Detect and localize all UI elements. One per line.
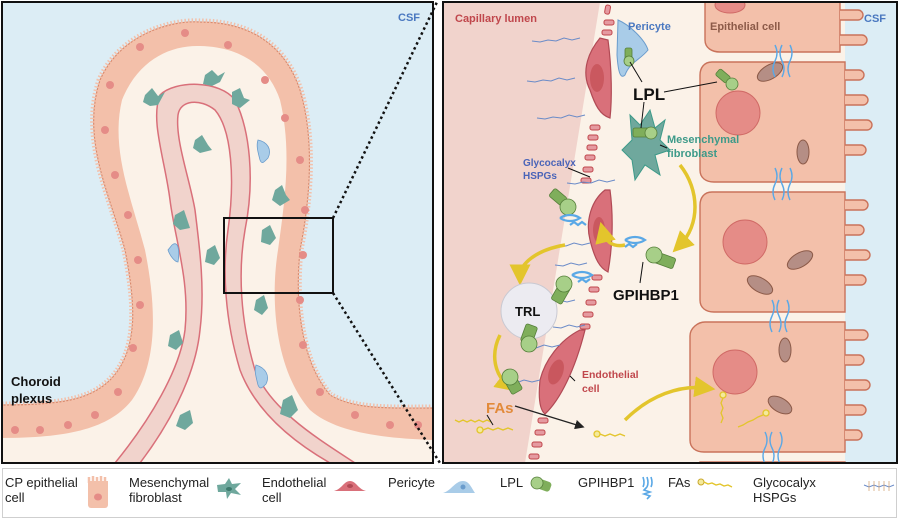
legend-label: Pericyte <box>388 475 435 490</box>
fibroblast-label-line2: fibroblast <box>667 148 717 160</box>
legend-label: GPIHBP1 <box>578 475 635 490</box>
legend-item-lpl: LPL <box>500 475 555 495</box>
endothelial-label-line2: cell <box>582 383 600 395</box>
fibroblasts <box>143 70 298 430</box>
lpl-label: LPL <box>633 85 665 104</box>
choroid-plexus-title: Choroid <box>11 374 61 389</box>
capillary-lumen <box>443 2 600 463</box>
mesenchymal-fibroblast <box>621 108 671 182</box>
lpl-molecules <box>501 47 739 395</box>
trl-label: TRL <box>515 304 540 319</box>
legend-label-line2: fibroblast <box>129 490 182 505</box>
legend-label: FAs <box>668 475 691 490</box>
legend-label-line2: cell <box>5 490 25 505</box>
legend-label: CP epithelial <box>5 475 78 490</box>
fibroblast-label: Mesenchymal <box>667 134 739 146</box>
pericyte-icon <box>442 481 475 493</box>
pointer-lines <box>486 61 718 426</box>
zoom-region-box <box>223 217 334 294</box>
fatty-acids <box>454 391 770 438</box>
gpihbp1-label: GPIHBP1 <box>613 287 679 304</box>
left-csf-label: CSF <box>398 12 420 24</box>
epithelial-cell-icon <box>87 476 108 508</box>
microvilli <box>840 9 873 441</box>
endothelial-wall <box>528 4 615 460</box>
epithelial-nuclei <box>11 29 422 434</box>
legend-item-gpihbp1: GPIHBP1 <box>578 475 656 501</box>
zoom-connector-bottom <box>331 292 442 464</box>
left-panel <box>2 2 433 463</box>
legend-label-line2: cell <box>262 490 282 505</box>
glycocalyx-label: Glycocalyx <box>523 158 576 169</box>
fa-release-arrow <box>514 405 585 430</box>
fatty-acid-icon <box>697 478 733 488</box>
mitochondria <box>746 62 814 415</box>
choroid-plexus-title-line2: plexus <box>11 391 52 406</box>
gpihbp1-molecules <box>559 213 647 284</box>
legend-item-glycocalyx: Glycocalyx HSPGs <box>753 475 896 505</box>
legend-label: Endothelial <box>262 475 327 490</box>
lpl-icon <box>530 476 552 492</box>
fibroblast-icon <box>217 478 242 499</box>
pericyte-label: Pericyte <box>628 21 671 33</box>
pericytes <box>167 139 270 389</box>
legend-item-fas: FAs <box>668 475 736 495</box>
endothelial-cell-icon <box>334 481 367 491</box>
right-csf-label: CSF <box>864 13 886 25</box>
legend-item-pericyte: Pericyte <box>388 475 477 497</box>
glycocalyx-label-line2: HSPGs <box>523 171 557 182</box>
legend-label: Mesenchymal <box>129 475 210 490</box>
legend-label: Glycocalyx HSPGs <box>753 475 816 505</box>
tight-junctions <box>762 44 793 463</box>
endothelial-label: Endothelial <box>582 369 639 381</box>
glycocalyx-icon <box>863 481 895 491</box>
gpihbp1-icon <box>641 476 654 500</box>
capillary-lumen-label: Capillary lumen <box>455 13 537 25</box>
right-panel <box>443 2 897 463</box>
legend-label: LPL <box>500 475 524 490</box>
fas-label: FAs <box>486 400 514 417</box>
choroid-plexus-figure: CSF Choroid plexus <box>1 1 898 464</box>
epithelial-cell-label: Epithelial cell <box>710 21 780 33</box>
epithelial-nuclei-zoom <box>712 2 768 395</box>
zoom-connector-top <box>331 1 439 219</box>
